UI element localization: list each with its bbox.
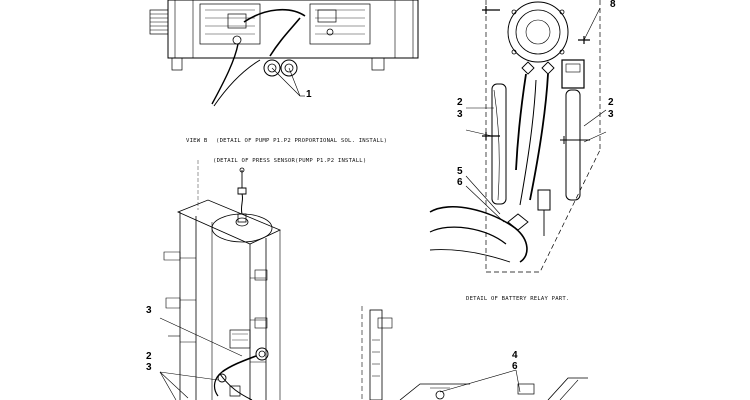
battery-relay-drawing bbox=[429, 0, 607, 273]
callout-2-right: 2 bbox=[608, 97, 614, 108]
caption-view-b: VIEW B bbox=[186, 138, 208, 144]
callout-6-bottom: 6 bbox=[512, 361, 518, 372]
callout-3-left: 3 bbox=[457, 109, 463, 120]
callout-2-sensor: 2 bbox=[146, 351, 152, 362]
callout-4: 4 bbox=[512, 350, 518, 361]
callout-2-left: 2 bbox=[457, 97, 463, 108]
caption-pump-proportional-sol: (DETAIL OF PUMP P1.P2 PROPORTIONAL SOL. … bbox=[216, 138, 388, 144]
pump-assembly-drawing bbox=[149, 0, 419, 107]
callout-8: 8 bbox=[610, 0, 616, 10]
callout-1: 1 bbox=[306, 89, 312, 100]
callout-5: 5 bbox=[457, 166, 463, 177]
caption-press-sensor: (DETAIL OF PRESS SENSOR(PUMP P1.P2 INSTA… bbox=[213, 158, 367, 164]
press-sensor-drawing bbox=[159, 160, 281, 400]
lower-right-partial-drawing bbox=[361, 306, 588, 400]
callout-3-sensor-bottom: 3 bbox=[146, 362, 152, 373]
callout-6: 6 bbox=[457, 177, 463, 188]
callout-3-right: 3 bbox=[608, 109, 614, 120]
callout-3-sensor-top: 3 bbox=[146, 305, 152, 316]
caption-battery-relay: DETAIL OF BATTERY RELAY PART. bbox=[466, 296, 570, 302]
